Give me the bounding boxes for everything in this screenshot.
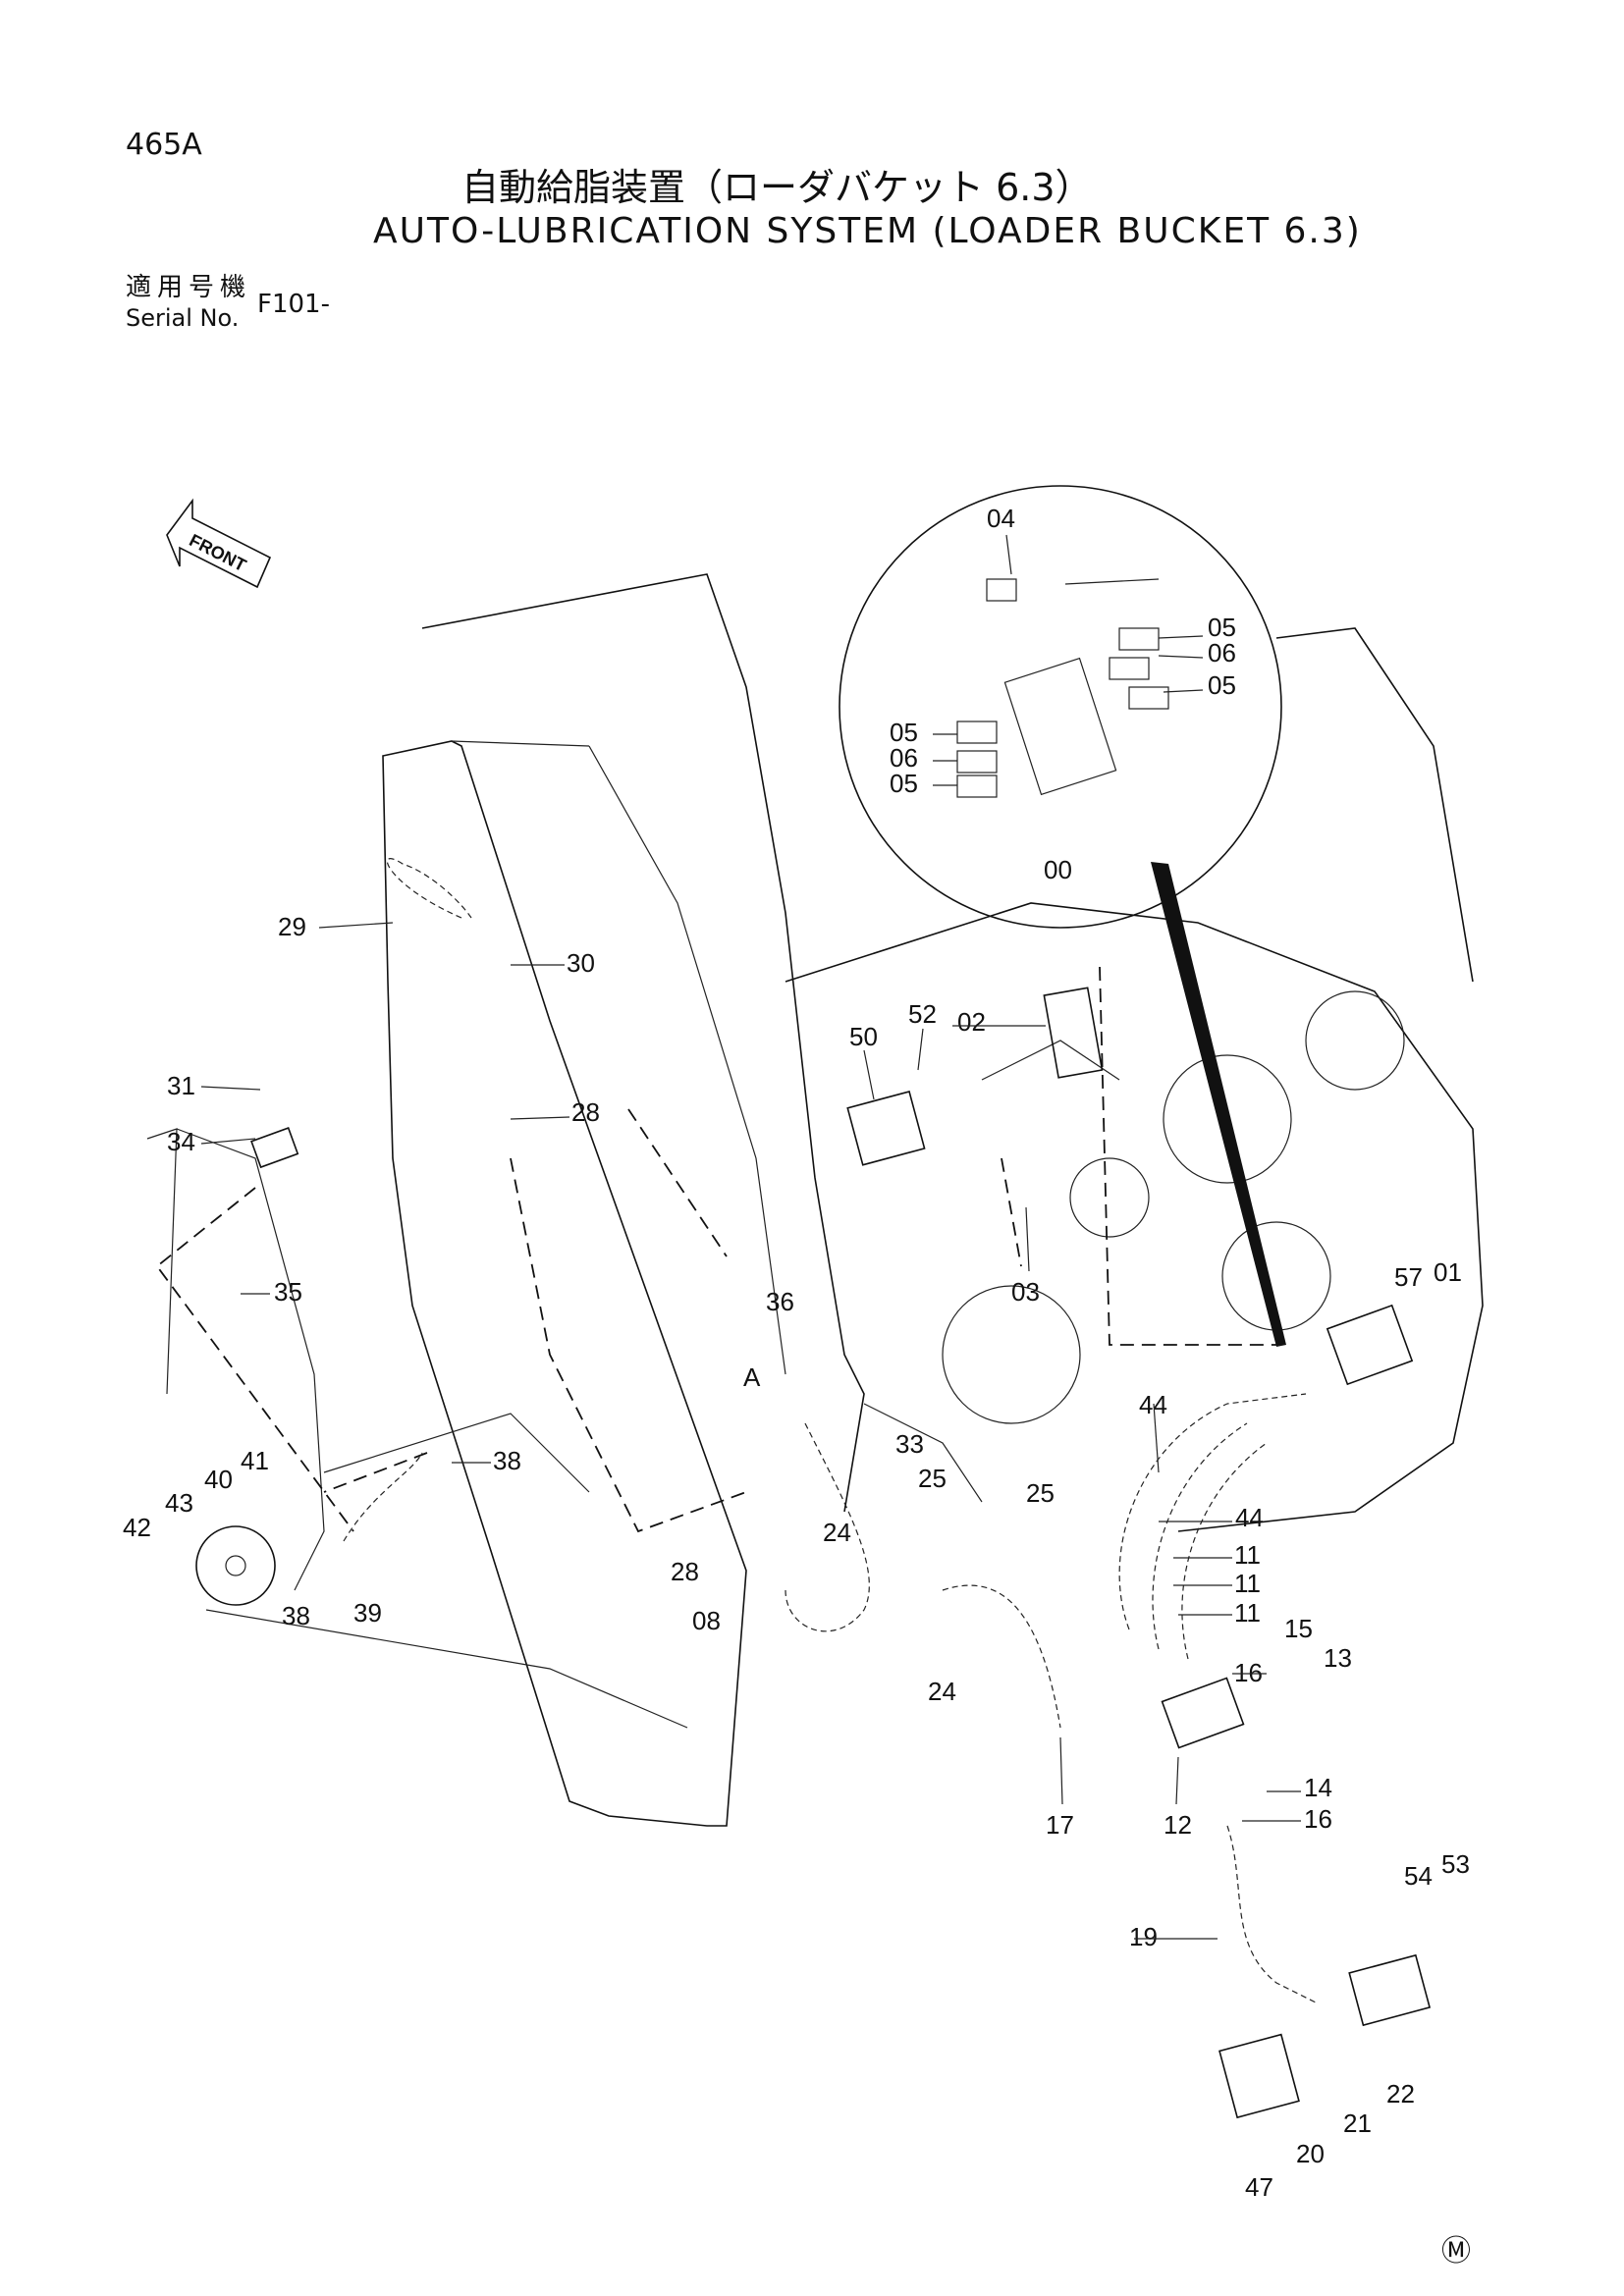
part-label: 57 — [1394, 1262, 1423, 1292]
part-label: 15 — [1284, 1614, 1313, 1643]
part-label: 39 — [353, 1598, 382, 1628]
part-label: 35 — [274, 1277, 302, 1307]
serial-value: F101- — [257, 290, 330, 319]
part-label: 29 — [278, 912, 306, 941]
components — [195, 987, 1432, 2119]
part-label: 31 — [167, 1071, 195, 1100]
part-label: 47 — [1245, 2172, 1273, 2202]
part-label: 04 — [987, 504, 1015, 533]
part-label: 06 — [1208, 638, 1236, 667]
part-label: 33 — [895, 1429, 924, 1459]
boom-frame — [146, 573, 865, 1827]
part-label: 52 — [908, 999, 937, 1029]
part-label: 53 — [1441, 1849, 1470, 1879]
part-label: 01 — [1434, 1257, 1462, 1287]
part-label: 02 — [957, 1007, 986, 1037]
part-label: 50 — [849, 1022, 878, 1051]
part-label: 05 — [1208, 613, 1236, 642]
title-japanese: 自動給脂装置（ローダバケット 6.3） — [461, 166, 1093, 209]
part-label: 22 — [1386, 2079, 1415, 2109]
part-label: 40 — [204, 1465, 233, 1494]
part-label: 24 — [928, 1677, 956, 1706]
leader-lines — [200, 534, 1301, 1940]
part-label: 34 — [167, 1127, 195, 1156]
gear-housing — [785, 627, 1484, 1532]
part-label: 36 — [766, 1287, 794, 1316]
part-label: 25 — [1026, 1478, 1055, 1508]
part-label: 20 — [1296, 2139, 1325, 2168]
part-label: 25 — [918, 1464, 947, 1493]
part-label: 16 — [1234, 1658, 1263, 1687]
part-label: 38 — [282, 1601, 310, 1630]
serial-label-english: Serial No. — [126, 304, 240, 332]
part-label: 43 — [165, 1488, 193, 1518]
part-label: 38 — [493, 1446, 521, 1475]
part-label: 21 — [1343, 2109, 1372, 2138]
part-label: 19 — [1129, 1922, 1158, 1951]
part-label: 28 — [571, 1097, 600, 1127]
detail-circle — [839, 485, 1286, 1347]
part-label: 16 — [1304, 1804, 1332, 1834]
part-label: 42 — [123, 1513, 151, 1542]
manufacturer-mark: Ⓜ — [1441, 2234, 1471, 2269]
part-label: 00 — [1044, 855, 1072, 884]
part-labels: 04 05 06 05 05 06 05 00 29 30 31 34 35 2… — [123, 504, 1470, 2202]
dashed-routes — [155, 966, 1276, 1533]
part-label: 17 — [1046, 1810, 1074, 1840]
part-label: 11 — [1234, 1540, 1261, 1570]
part-label: 06 — [890, 743, 918, 773]
part-label: 28 — [671, 1557, 699, 1586]
part-label: 03 — [1011, 1277, 1040, 1307]
part-label: 12 — [1164, 1810, 1192, 1840]
title-english: AUTO-LUBRICATION SYSTEM (LOADER BUCKET 6… — [373, 211, 1362, 251]
part-label: 05 — [890, 718, 918, 747]
part-label: 30 — [567, 948, 595, 978]
part-label: 14 — [1304, 1773, 1332, 1802]
front-arrow-icon: FRONT — [166, 498, 272, 589]
part-label: 24 — [823, 1518, 851, 1547]
part-label: 13 — [1324, 1643, 1352, 1673]
part-label: 05 — [1208, 670, 1236, 700]
page-code: 465A — [126, 128, 202, 162]
front-label: FRONT — [187, 530, 249, 575]
view-marker: A — [743, 1362, 761, 1392]
part-label: 08 — [692, 1606, 721, 1635]
hose-lines — [343, 858, 1317, 2003]
part-label: 44 — [1235, 1503, 1264, 1532]
part-label: 54 — [1404, 1861, 1433, 1891]
part-label: 11 — [1234, 1569, 1261, 1598]
part-label: 44 — [1139, 1390, 1167, 1419]
part-label: 05 — [890, 769, 918, 798]
serial-label-japanese: 適用号機 — [126, 273, 252, 302]
part-label: 11 — [1234, 1598, 1261, 1628]
part-label: 41 — [241, 1446, 269, 1475]
